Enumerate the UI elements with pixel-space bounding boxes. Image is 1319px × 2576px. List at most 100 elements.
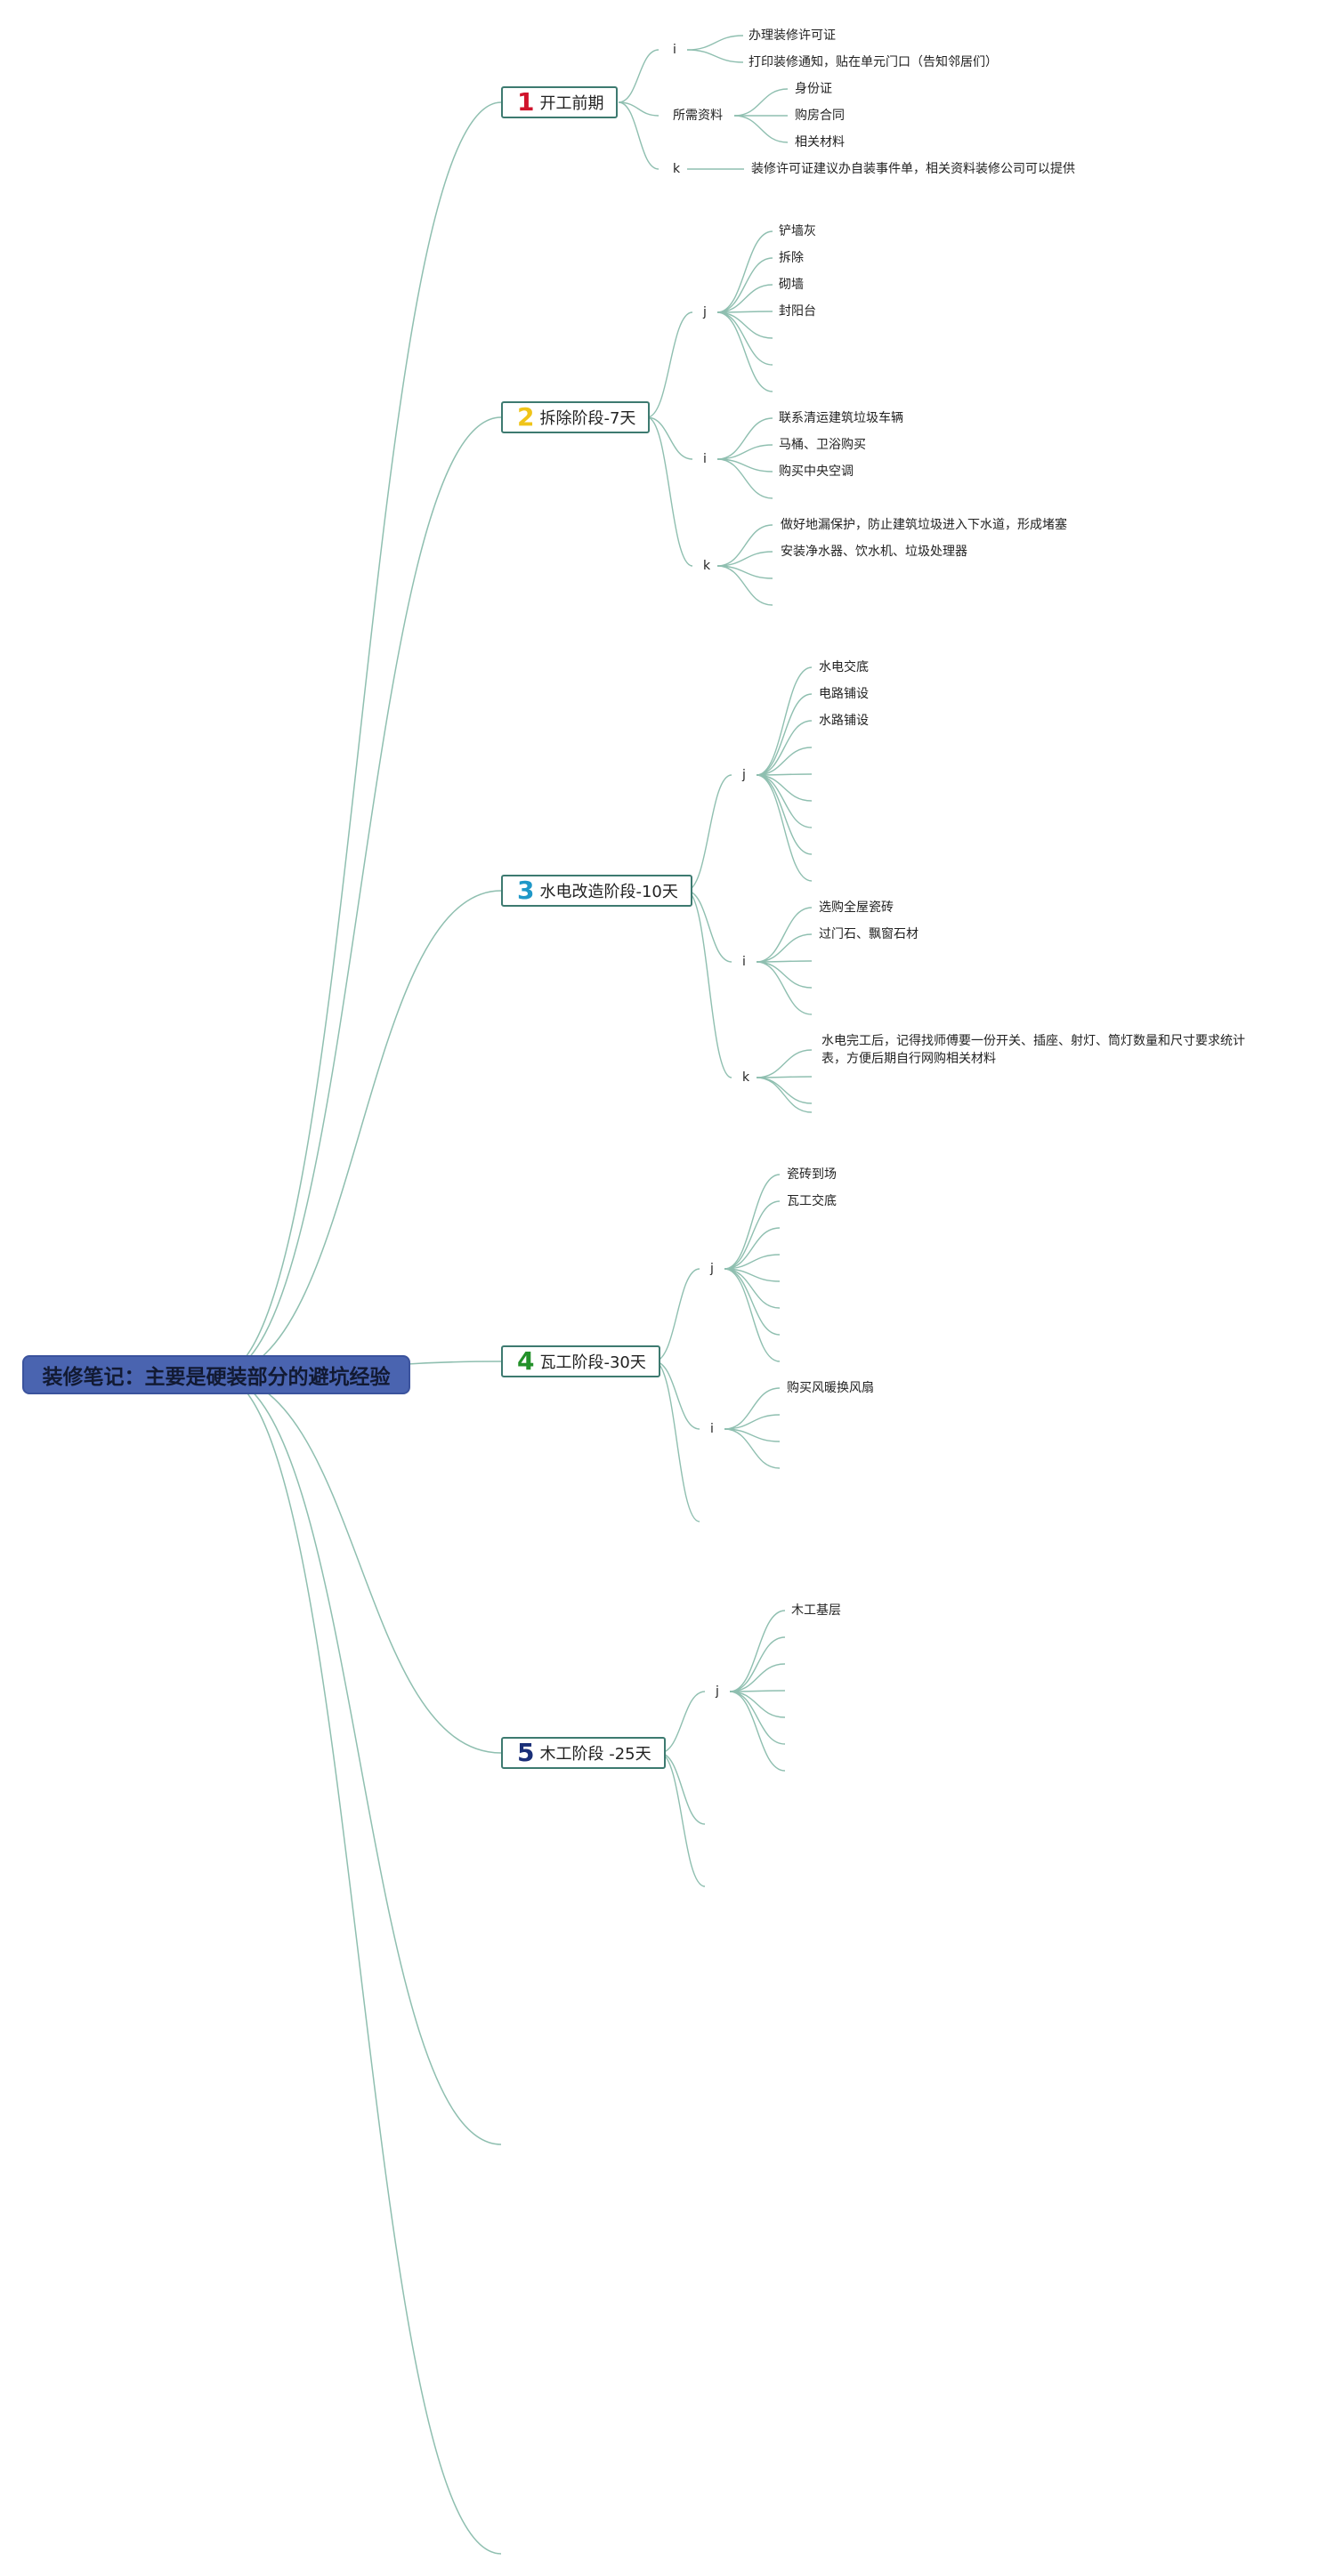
- connector-line: [618, 49, 660, 103]
- stage-number: 4: [517, 1346, 535, 1376]
- connector-line: [724, 1268, 781, 1336]
- group-label[interactable]: j: [710, 1262, 714, 1276]
- connector-line: [685, 890, 732, 1078]
- leaf-item[interactable]: 铲墙灰: [779, 224, 816, 238]
- connector-line: [724, 1414, 781, 1430]
- group-label[interactable]: i: [710, 1422, 714, 1436]
- connector-line: [716, 311, 773, 366]
- connector-line: [729, 1691, 786, 1772]
- connector-line: [729, 1610, 786, 1692]
- group-label[interactable]: k: [742, 1070, 750, 1085]
- connector-line: [756, 774, 813, 882]
- connector-line: [733, 88, 789, 117]
- group-label[interactable]: i: [703, 452, 707, 466]
- root-topic[interactable]: 装修笔记：主要是硬装部分的避坑经验: [22, 1355, 410, 1394]
- leaf-item[interactable]: 瓦工交底: [787, 1194, 837, 1208]
- connector-line: [724, 1254, 781, 1270]
- connector-line: [217, 1374, 502, 1754]
- leaf-item[interactable]: 相关材料: [795, 135, 845, 149]
- leaf-item[interactable]: 安装净水器、饮水机、垃圾处理器: [781, 545, 967, 559]
- leaf-item[interactable]: 过门石、飘窗石材: [819, 927, 918, 941]
- leaf-item[interactable]: 水电交底: [819, 660, 869, 674]
- leaf-item[interactable]: 电路铺设: [819, 687, 869, 701]
- connector-line: [756, 666, 813, 776]
- connector-line: [729, 1691, 786, 1718]
- leaf-item[interactable]: 联系清运建筑垃圾车辆: [779, 411, 903, 425]
- connector-line: [724, 1428, 781, 1469]
- connector-line: [618, 101, 660, 170]
- stage-1-node[interactable]: 1 开工前期: [501, 86, 619, 118]
- leaf-item[interactable]: 水电完工后，记得找师傅要一份开关、插座、射灯、筒灯数量和尺寸要求统计表，方便后期…: [821, 1034, 1245, 1066]
- connector-line: [618, 101, 660, 117]
- group-label[interactable]: 所需资料: [673, 109, 723, 123]
- connector-line: [716, 565, 773, 606]
- leaf-item[interactable]: 做好地漏保护，防止建筑垃圾进入下水道，形成堵塞: [781, 518, 1067, 532]
- connector-line: [716, 311, 773, 339]
- connector-line: [756, 961, 813, 989]
- leaf-item[interactable]: 木工基层: [791, 1603, 841, 1618]
- connector-line: [716, 284, 773, 313]
- connector-line: [685, 890, 732, 963]
- leaf-item[interactable]: 购房合同: [795, 109, 845, 123]
- leaf-item[interactable]: 拆除: [779, 251, 804, 265]
- leaf-item[interactable]: 马桶、卫浴购买: [779, 438, 866, 452]
- connector-line: [653, 1361, 700, 1522]
- stage-4-node[interactable]: 4 瓦工阶段-30天: [501, 1345, 660, 1377]
- stage-label: 瓦工阶段-30天: [539, 1353, 646, 1372]
- stage-label: 水电改造阶段-10天: [539, 883, 678, 901]
- leaf-item[interactable]: 打印装修通知，贴在单元门口（告知邻居们）: [749, 55, 998, 69]
- connector-line: [724, 1200, 781, 1270]
- stage-label: 木工阶段 -25天: [539, 1745, 651, 1764]
- group-label[interactable]: k: [703, 559, 711, 573]
- group-label[interactable]: j: [703, 305, 707, 319]
- leaf-item[interactable]: 水路铺设: [819, 714, 869, 728]
- group-label[interactable]: i: [673, 43, 676, 57]
- stage-3-node[interactable]: 3 水电改造阶段-10天: [501, 875, 692, 907]
- connector-line: [724, 1174, 781, 1270]
- connector-line: [724, 1268, 781, 1362]
- stage-5-node[interactable]: 5 木工阶段 -25天: [501, 1737, 666, 1769]
- connector-line: [659, 1752, 706, 1887]
- connector-line: [729, 1663, 786, 1692]
- leaf-item[interactable]: 选购全屋瓷砖: [819, 900, 894, 915]
- connector-line: [756, 720, 813, 776]
- leaf-item[interactable]: 办理装修许可证: [749, 28, 836, 43]
- connector-line: [724, 1268, 781, 1309]
- leaf-item[interactable]: 砌墙: [779, 278, 804, 292]
- leaf-item[interactable]: 购买中央空调: [779, 464, 854, 479]
- group-label[interactable]: j: [716, 1684, 719, 1699]
- connector-line: [756, 1077, 813, 1113]
- connector-line: [646, 416, 693, 460]
- connector-line: [729, 1636, 786, 1692]
- stage-2-node[interactable]: 2 拆除阶段-7天: [501, 401, 651, 433]
- connector-line: [217, 890, 502, 1376]
- stage-number: 1: [517, 87, 535, 117]
- stage-number: 2: [517, 402, 535, 432]
- connector-line: [653, 1361, 700, 1430]
- connector-line: [729, 1691, 786, 1745]
- connector-line: [217, 416, 502, 1376]
- group-label[interactable]: j: [742, 768, 746, 782]
- connector-line: [733, 115, 789, 143]
- connector-line: [756, 774, 813, 828]
- connector-line: [756, 1077, 813, 1104]
- connector-line: [716, 311, 773, 392]
- connector-line: [756, 1049, 813, 1078]
- connector-line: [646, 416, 693, 567]
- leaf-item[interactable]: 瓷砖到场: [787, 1167, 837, 1182]
- leaf-item[interactable]: 购买风暖换风扇: [787, 1381, 874, 1395]
- connector-line: [686, 49, 744, 63]
- connector-line: [716, 458, 773, 499]
- connector-line: [217, 1374, 502, 2145]
- connector-line: [724, 1227, 781, 1270]
- leaf-item[interactable]: 身份证: [795, 82, 832, 96]
- leaf-item[interactable]: 装修许可证建议办自装事件单，相关资料装修公司可以提供: [751, 162, 1075, 176]
- connector-line: [756, 774, 813, 855]
- stage-label: 开工前期: [539, 94, 604, 113]
- group-label[interactable]: i: [742, 955, 746, 969]
- connector-line: [716, 417, 773, 460]
- group-label[interactable]: k: [673, 162, 681, 176]
- connector-line: [756, 693, 813, 776]
- leaf-item[interactable]: 封阳台: [779, 304, 816, 319]
